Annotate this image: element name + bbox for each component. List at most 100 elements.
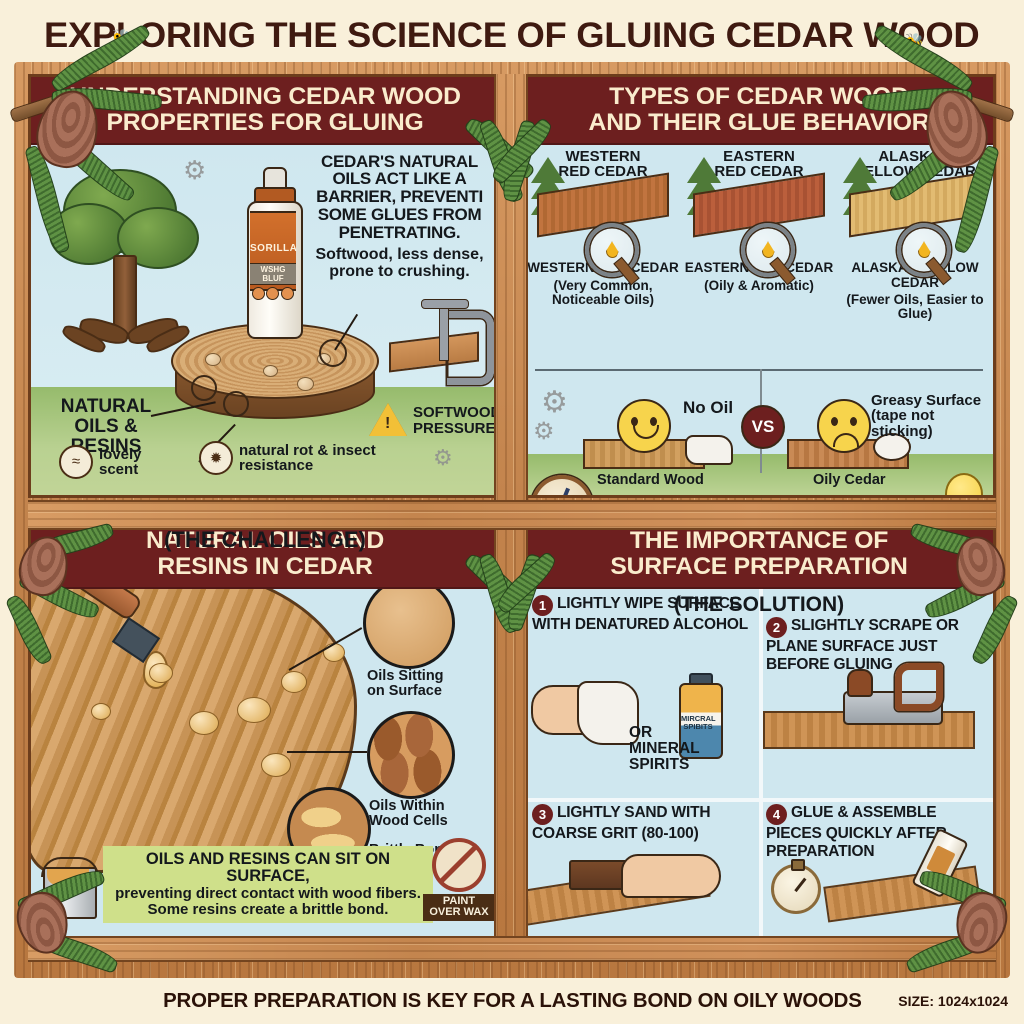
steps-divider-vertical	[759, 588, 763, 939]
scent-swirl-icon: ≈	[59, 444, 93, 479]
panel-title-line1: TYPES OF CEDAR WOOD	[609, 83, 909, 110]
solvent-bottle-label: MIRCRAL SPIBITS	[681, 713, 716, 732]
banner-line-3: Some resins create a brittle bond.	[147, 900, 389, 918]
gear-icon: ⚙	[541, 385, 568, 419]
step-1-alt-text: OR MINERAL SPIRITS	[629, 723, 700, 774]
no-paint-over-wax-label: PAINT OVER WAX	[423, 893, 495, 921]
step-text-1: LIGHTLY WIPE SURFACE WITH DENATURED ALCO…	[532, 594, 749, 633]
bottle-brand-text: SORILLA	[250, 242, 298, 254]
section-divider	[535, 368, 983, 371]
stopwatch-icon	[771, 858, 821, 914]
resin-bead	[91, 703, 111, 720]
lightbulb-icon	[939, 472, 985, 495]
species-card-eastern-red-cedar: EASTERN RED CEDAR EASTERN RED CEDAR (Oil…	[681, 145, 837, 322]
step-text-2: SLIGHTLY SCRAPE OR PLANE SURFACE JUST BE…	[766, 616, 959, 673]
chip-lovely-scent: ≈ lovely scent	[59, 444, 171, 479]
gear-icon: ⚙	[183, 154, 207, 185]
panel-cedar-types: TYPES OF CEDAR WOOD AND THEIR GLUE BEHAV…	[522, 74, 996, 498]
chip-rot-insect-resistance: ✹ natural rot & insect resistance	[199, 440, 399, 475]
step-text-3: LIGHTLY SAND WITH COARSE GRIT (80-100)	[532, 803, 711, 842]
resin-bead	[237, 697, 271, 723]
smiley-face-icon	[617, 398, 671, 453]
quadrant-grid: UNDERSTANDING CEDAR WOOD PROPERTIES FOR …	[28, 74, 996, 962]
panel-title-line1: THE IMPORTANCE OF	[629, 527, 889, 554]
comparison-row: ⚙ ⚙ No Oil Standard Wood VS	[525, 368, 993, 488]
callout-oils-sitting-on-surface: Oils Sitting on Surface	[367, 668, 444, 700]
clamp-illustration	[383, 293, 494, 385]
gear-icon: ⚙	[433, 444, 453, 470]
panel-title-line2: AND THEIR GLUE BEHAVIOR	[588, 108, 930, 136]
callout-no-oil: No Oil	[683, 397, 734, 417]
steps-divider-horizontal	[525, 797, 993, 802]
lumber-board	[823, 865, 981, 923]
resin-bead	[261, 753, 291, 777]
callout-oils-within-wood-cells: Oils Within Wood Cells	[369, 798, 448, 830]
gear-icon: ⚙	[533, 417, 555, 445]
bee-icon: 🐝	[112, 29, 131, 46]
cedar-oil-barrier-text-block: CEDAR'S NATURAL OILS ACT LIKE A BARRIER,…	[307, 151, 492, 281]
bottle-badge-icons	[251, 286, 295, 300]
species-card-alaskan-yellow-cedar: ALASKAN YELLOW CEDAR ALASKAN YELLOW CEDA…	[837, 145, 993, 322]
chip-rot-insect-label: natural rot & insect resistance	[239, 441, 376, 474]
panel-header-surface-prep: THE IMPORTANCE OF SURFACE PREPARATION	[525, 521, 993, 589]
step-number-1: 1	[532, 594, 553, 616]
footer-size-note: SIZE: 1024x1024	[898, 993, 1008, 1009]
resin-bead	[281, 671, 307, 693]
poster-footer: PROPER PREPARATION IS KEY FOR A LASTING …	[0, 978, 1024, 1024]
label-natural-oils-resins: NATURAL OILS & RESINS	[60, 395, 152, 457]
step-number-3: 3	[532, 803, 553, 825]
panel-oils-resins-challenge: NATURAL OILS AND RESINS IN CEDAR (THE CH…	[28, 518, 502, 942]
cedar-oil-barrier-headline: CEDAR'S NATURAL OILS ACT LIKE A BARRIER,…	[316, 151, 483, 242]
species-caption-note: (Oily & Aromatic)	[704, 277, 814, 293]
warning-triangle-icon	[369, 402, 409, 439]
panel-body-cedar-properties: ⚙ ⚙	[31, 144, 502, 495]
step-number-2: 2	[766, 616, 787, 638]
no-paint-over-wax-badge: PAINT OVER WAX	[423, 837, 495, 921]
solvent-bottle: MIRCRAL SPIBITS	[677, 672, 723, 759]
species-title-line2: RED CEDAR	[558, 163, 648, 181]
resin-bead	[189, 711, 219, 735]
panel-title-line1: NATURAL OILS AND	[146, 527, 384, 554]
panel-title-line1: UNDERSTANDING CEDAR WOOD	[69, 83, 461, 110]
glue-bottle-illustration: SORILLA WSHG BLUF	[241, 166, 305, 339]
magnifier-icon	[741, 222, 795, 277]
panel-surface-preparation: THE IMPORTANCE OF SURFACE PREPARATION (T…	[522, 518, 996, 942]
panel-cedar-properties: UNDERSTANDING CEDAR WOOD PROPERTIES FOR …	[28, 74, 502, 498]
hand-illustration	[621, 853, 721, 898]
wiping-rag	[685, 434, 733, 465]
panel-body-cedar-types: WESTERN RED CEDAR WESTERN RED CEDAR (Ver…	[525, 144, 993, 495]
panel-header-cedar-types: TYPES OF CEDAR WOOD AND THEIR GLUE BEHAV…	[525, 77, 993, 145]
panel-title-line2: RESINS IN CEDAR	[157, 552, 373, 580]
insect-icon: ✹	[199, 440, 233, 475]
panel-title-line2: SURFACE PREPARATION	[610, 552, 908, 580]
species-card-western-red-cedar: WESTERN RED CEDAR WESTERN RED CEDAR (Ver…	[525, 145, 681, 322]
step-text-4: GLUE & ASSEMBLE PIECES QUICKLY AFTER PRE…	[766, 803, 947, 860]
zoom-oils-on-surface	[363, 577, 455, 669]
species-title-line1: EASTERN	[723, 147, 795, 165]
callout-greasy-surface: Greasy Surface (tape not sticking)	[871, 391, 982, 440]
panel-header-oils-resins: NATURAL OILS AND RESINS IN CEDAR	[31, 521, 499, 589]
bee-icon: 🐝	[905, 33, 924, 50]
chip-lovely-scent-label: lovely scent	[99, 445, 142, 478]
bottle-sub-label-text: WSHG BLUF	[250, 262, 296, 285]
goal-statement: Goal is a clean, receptive surface for t…	[549, 492, 969, 495]
label-oily-cedar: Oily Cedar	[813, 471, 886, 488]
softwood-note: Softwood, less dense, prone to crushing.	[315, 246, 484, 281]
tape-roll	[873, 432, 911, 461]
no-paint-over-wax-icon	[432, 837, 486, 892]
panel-body-oils-resins: (THE CHALLENGE) Oils Sitting on Surface	[31, 521, 499, 939]
species-title-line2: RED CEDAR	[714, 163, 804, 181]
poster-frame: UNDERSTANDING CEDAR WOOD PROPERTIES FOR …	[4, 23, 1020, 978]
panel-title-line2: PROPERTIES FOR GLUING	[106, 108, 424, 136]
label-softwood-pressure: SOFTWOOD PRESSURE	[413, 403, 502, 437]
frowning-face-icon	[817, 398, 871, 453]
paint-can-illustration	[37, 855, 99, 919]
banner-line-1: OILS AND RESINS CAN SIT ON SURFACE,	[145, 850, 391, 886]
frame-beam-horizontal-middle	[28, 500, 996, 530]
panel-header-cedar-properties: UNDERSTANDING CEDAR WOOD PROPERTIES FOR …	[31, 77, 499, 145]
